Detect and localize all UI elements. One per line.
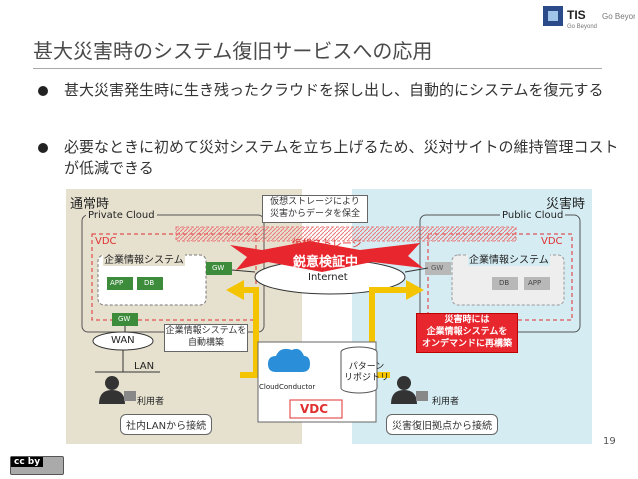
user-left-label: 利用者 <box>137 397 165 407</box>
private-cloud-label: Private Cloud <box>86 210 157 221</box>
vdc-right-label: VDC <box>541 236 563 247</box>
wan-label: WAN <box>111 335 135 346</box>
svg-text:TIS: TIS <box>567 8 586 22</box>
user-right-label: 利用者 <box>432 397 460 407</box>
disaster-label: 災害時 <box>546 197 586 212</box>
lan-label: LAN <box>134 361 155 372</box>
bullet-text: 必要なときに初めて災対システムを立ち上げるため、災対サイトの維持管理コストが低減… <box>64 138 619 177</box>
bullet-item: 甚大災害発生時に生き残ったクラウドを探し出し、自動的にシステムを復元する <box>38 80 628 124</box>
repository-icon <box>340 352 378 394</box>
db-left <box>137 277 163 290</box>
bullet-dot-icon <box>38 143 48 153</box>
gw-left-top <box>206 262 232 275</box>
public-cloud-label: Public Cloud <box>500 210 566 221</box>
gw-left-top-label: GW <box>212 264 225 272</box>
slide-title: 甚大災害時のシステム復旧サービスへの応用 <box>33 39 433 63</box>
virtual-storage-band <box>175 226 517 242</box>
cloudconductor-label: CloudConductor <box>259 383 316 391</box>
app-right-label: APP <box>528 279 542 287</box>
gw-right <box>425 262 451 275</box>
callout-virtual-storage: 仮想ストレージにより 災害からデータを保全 <box>262 195 368 223</box>
bullet-dot-icon <box>38 86 48 96</box>
tis-logo: TIS Go Beyond Go Beyond <box>543 4 638 30</box>
arrow-left <box>240 287 259 378</box>
verification-banner-label: 鋭意検証中 <box>293 255 359 270</box>
user-left-icon <box>99 376 136 404</box>
access-left-label: 社内LANから接続 <box>120 414 213 435</box>
title-divider <box>33 68 602 69</box>
svg-text:Go Beyond: Go Beyond <box>602 12 635 21</box>
db-right-label: DB <box>499 279 510 287</box>
page-number: 19 <box>603 436 616 447</box>
bullet-text: 甚大災害発生時に生き残ったクラウドを探し出し、自動的にシステムを復元する <box>64 81 604 99</box>
verification-banner-shape <box>230 241 423 272</box>
user-right-icon <box>391 376 428 404</box>
virtual-storage-label: 仮想ストレージ <box>292 239 362 250</box>
gw-left-bottom-label: GW <box>118 315 131 323</box>
cloudconductor-icon <box>268 348 310 372</box>
normal-label: 通常時 <box>70 197 110 212</box>
callout-auto-build: 企業情報システムを 自動構築 <box>164 324 248 352</box>
arrow-right <box>369 287 410 378</box>
callout-on-demand: 災害時には 企業情報システムを オンデマンドに再構築 <box>416 313 518 353</box>
gw-right-label: GW <box>431 264 444 272</box>
db-right <box>492 277 518 290</box>
vdc-center-box <box>289 399 343 419</box>
system-right-label: 企業情報システム <box>468 251 550 266</box>
bullet-item: 必要なときに初めて災対システムを立ち上げるため、災対サイトの維持管理コストが低減… <box>38 137 628 181</box>
system-left-label: 企業情報システム <box>103 251 185 266</box>
internet-label: Internet <box>308 272 348 283</box>
gw-left-bottom <box>112 313 138 326</box>
app-right <box>524 277 550 290</box>
access-right-label: 災害復旧拠点から接続 <box>386 414 498 435</box>
pattern-repository-label: パターン リポジトリ <box>344 362 390 383</box>
cc-license-badge: cc by <box>10 456 64 475</box>
vdc-center-label: VDC <box>300 402 329 416</box>
db-left-label: DB <box>144 279 155 287</box>
app-left-label: APP <box>110 279 124 287</box>
svg-text:Go Beyond: Go Beyond <box>567 24 597 30</box>
app-left <box>107 277 133 290</box>
vdc-left-label: VDC <box>95 236 117 247</box>
